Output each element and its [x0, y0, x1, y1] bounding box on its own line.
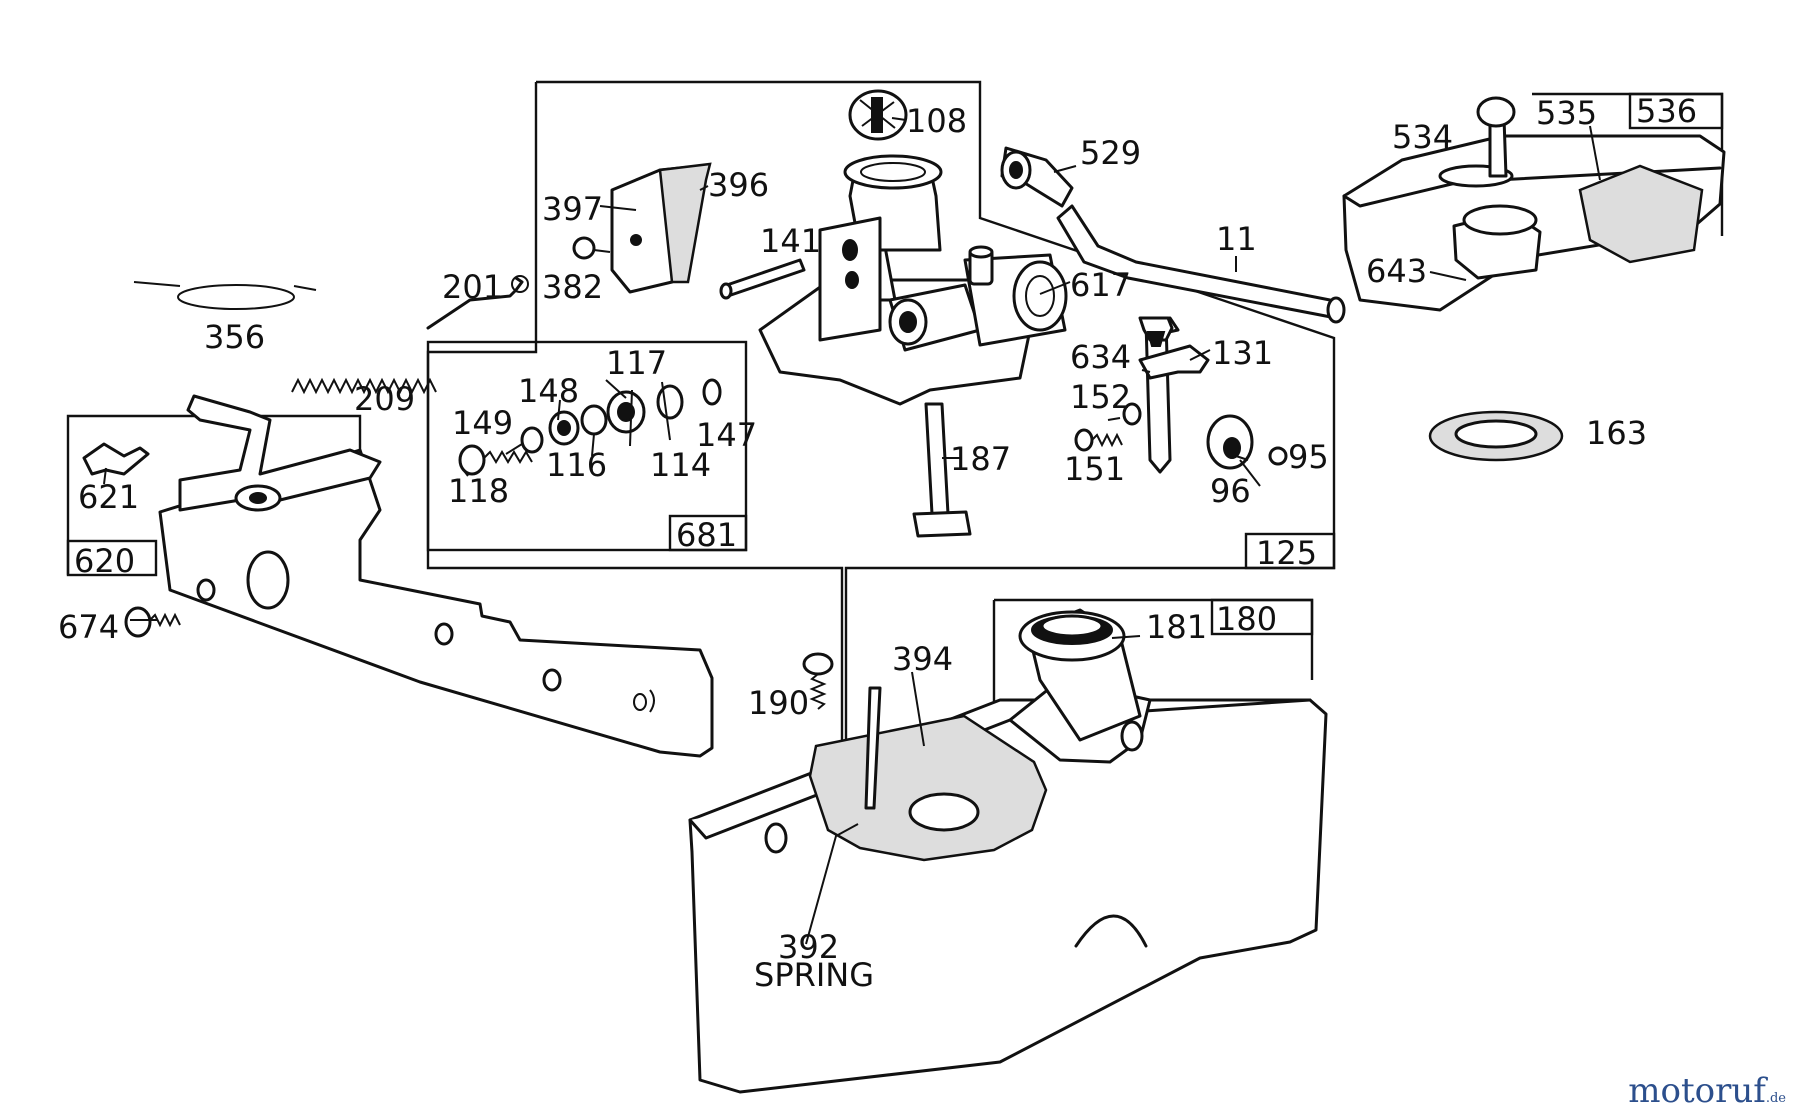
label-117: 117	[606, 344, 667, 382]
label-643: 643	[1366, 252, 1427, 290]
screw-190	[802, 652, 834, 710]
air-filter-element	[610, 162, 712, 294]
screw-152	[1107, 402, 1142, 426]
label-674: 674	[58, 608, 119, 646]
label-536: 536	[1636, 92, 1697, 130]
washer-163	[1428, 410, 1564, 462]
label-392: 392	[778, 928, 839, 966]
elbow-fitting	[1000, 146, 1074, 208]
label-125: 125	[1256, 534, 1317, 572]
label-147: 147	[696, 416, 757, 454]
label-382: 382	[542, 268, 603, 306]
label-394: 394	[892, 640, 953, 678]
air-cleaner-assembly	[1342, 96, 1726, 312]
label-534: 534	[1392, 118, 1453, 156]
spring-209	[291, 377, 437, 395]
label-151: 151	[1064, 450, 1125, 488]
carburetor-body	[758, 154, 1068, 406]
control-bracket-620	[158, 448, 714, 758]
group-681-box	[426, 340, 748, 552]
mounting-stud-187	[912, 402, 972, 538]
label-187: 187	[950, 440, 1011, 478]
label-620: 620	[74, 542, 135, 580]
screw-674	[124, 606, 181, 638]
label-180: 180	[1216, 600, 1277, 638]
label-108: 108	[906, 102, 967, 140]
label-152: 152	[1070, 378, 1131, 416]
label-535: 535	[1536, 94, 1597, 132]
label-634: 634	[1070, 338, 1131, 376]
label-131: 131	[1212, 334, 1273, 372]
leader-lines	[103, 117, 1601, 945]
link-loop	[511, 275, 529, 293]
governor-spring-356	[133, 281, 317, 310]
label-681: 681	[676, 516, 737, 554]
label-141: 141	[760, 222, 821, 260]
label-95: 95	[1288, 438, 1329, 476]
gasket-394	[808, 686, 1048, 862]
label-621: 621	[78, 478, 139, 516]
pin-141	[719, 258, 806, 300]
label-box-536	[1628, 92, 1724, 130]
fuel-tank	[688, 608, 1328, 1094]
label-181: 181	[1146, 608, 1207, 646]
watermark-tld: .de	[1765, 1091, 1786, 1106]
fuel-pipe	[1056, 204, 1346, 324]
clip-621	[82, 442, 150, 476]
label-356: 356	[204, 318, 265, 356]
label-box-180	[1210, 598, 1314, 636]
label-529: 529	[1080, 134, 1141, 172]
disc-96	[1206, 414, 1254, 470]
choke-plate	[848, 89, 908, 141]
fuel-adjust-parts	[458, 378, 722, 476]
screw-95	[1268, 446, 1288, 466]
label-396: 396	[708, 166, 769, 204]
watermark-logo: motoruf.de	[1628, 1071, 1786, 1111]
governor-lever	[178, 394, 382, 512]
label-397: 397	[542, 190, 603, 228]
label-box-125	[1244, 532, 1336, 570]
part-labels: 108 396 397 382 201 356 209 141 617 529 …	[58, 92, 1697, 994]
screw-151	[1074, 428, 1123, 452]
label-148: 148	[518, 372, 579, 410]
label-617: 617	[1070, 266, 1131, 304]
label-209: 209	[354, 380, 415, 418]
label-box-620	[66, 539, 158, 577]
label-163: 163	[1586, 414, 1647, 452]
label-190: 190	[748, 684, 809, 722]
label-box-681	[668, 514, 748, 552]
label-118: 118	[448, 472, 509, 510]
watermark-name: motoruf	[1628, 1071, 1766, 1111]
label-11: 11	[1216, 220, 1257, 258]
label-114: 114	[650, 446, 711, 484]
throttle-link	[426, 276, 524, 330]
label-spring: SPRING	[754, 956, 874, 994]
label-201: 201	[442, 268, 503, 306]
needle-valve-assembly	[1138, 316, 1210, 474]
screw-382	[572, 236, 611, 260]
label-116: 116	[546, 446, 607, 484]
label-96: 96	[1210, 472, 1251, 510]
label-149: 149	[452, 404, 513, 442]
